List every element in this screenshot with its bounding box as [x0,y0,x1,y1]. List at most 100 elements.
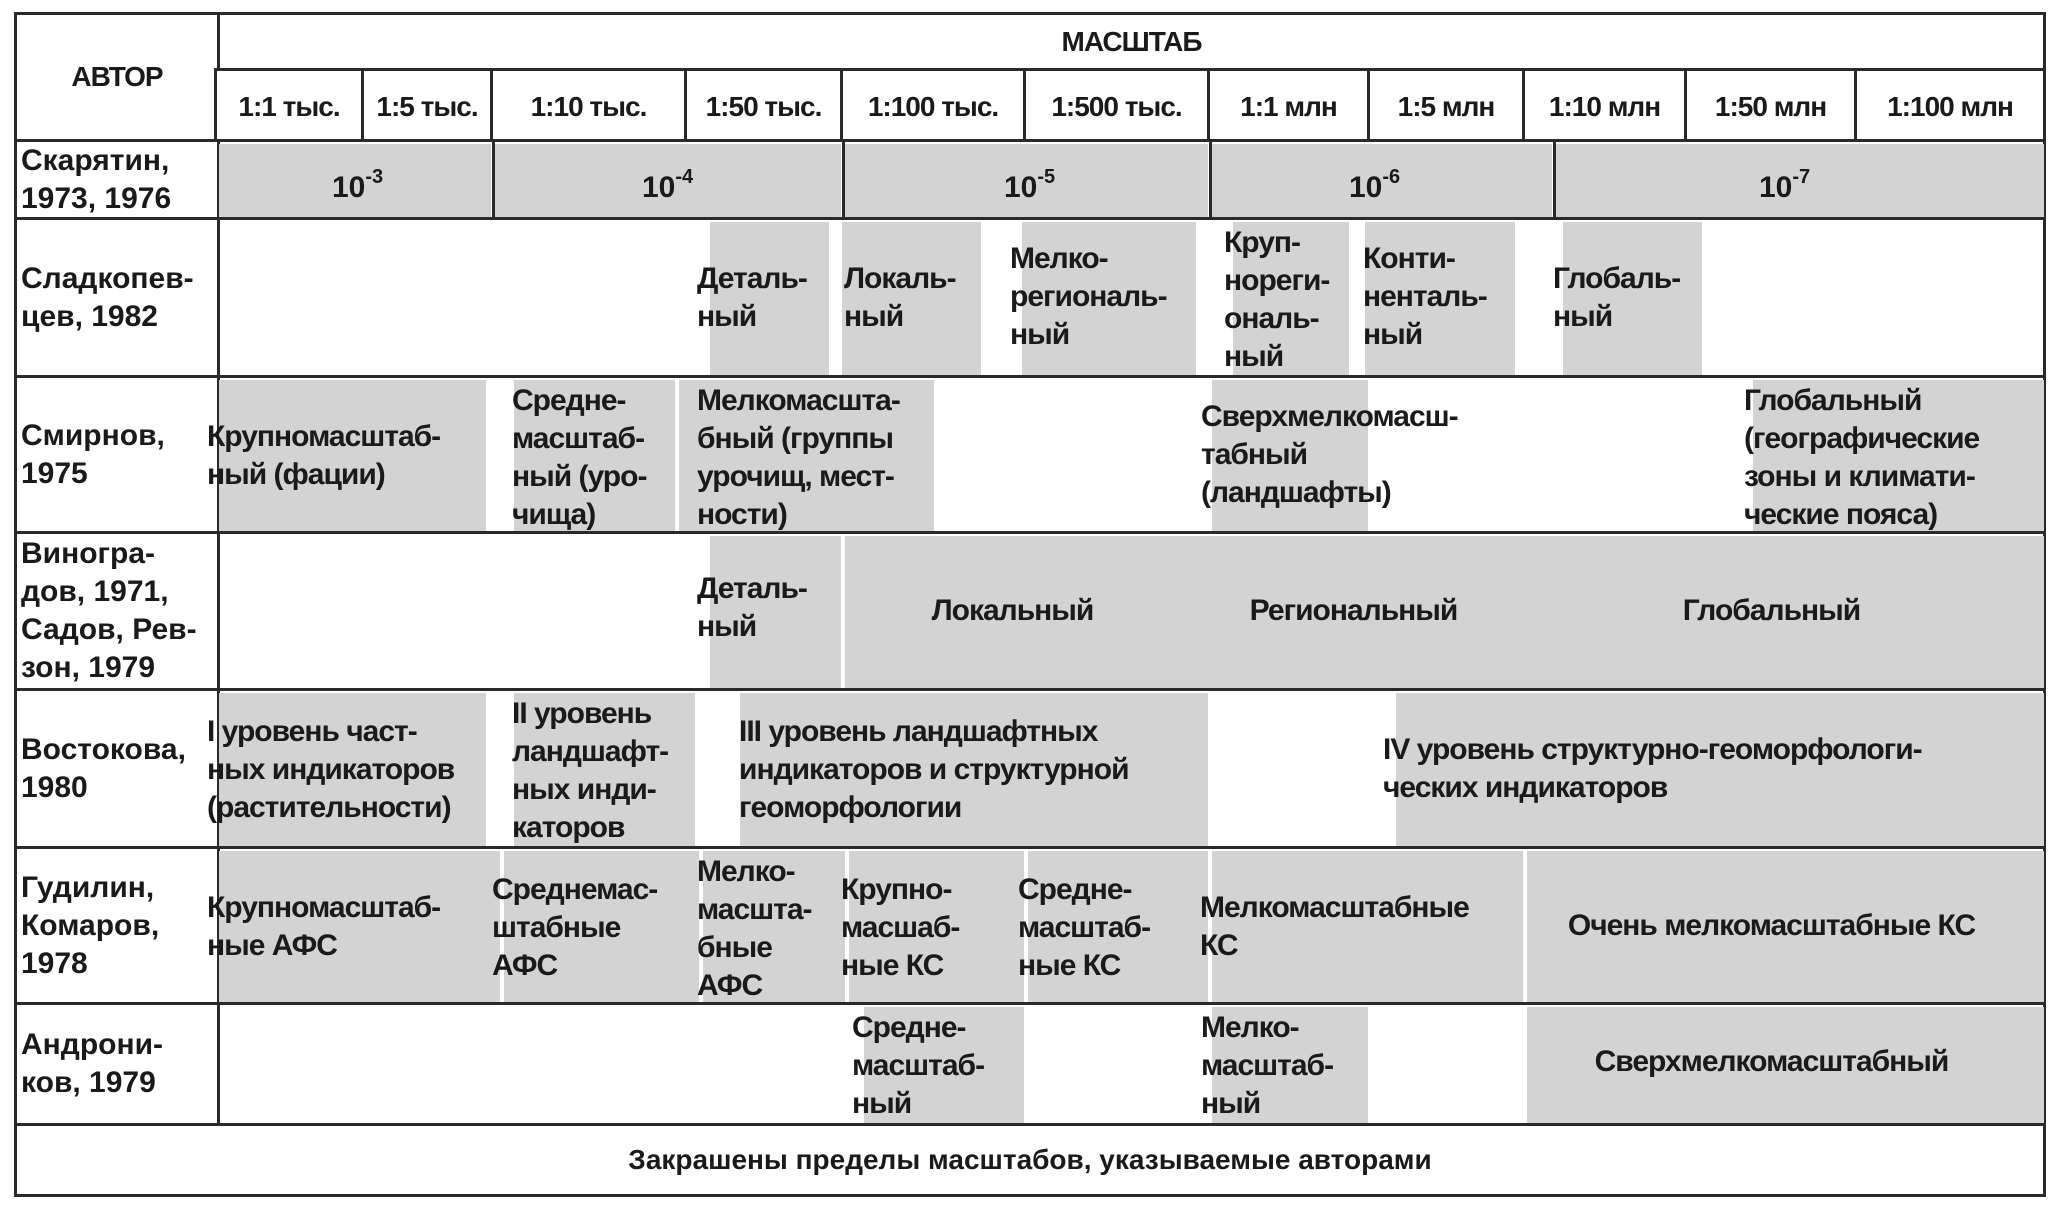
band-label-line: чища) [512,498,596,531]
band-label-line: Крупномасштаб- [207,420,441,453]
band-label-line: нореги- [1224,264,1330,297]
band-label-line: ный (фации) [207,458,386,491]
scale-range-shade [1233,222,1349,375]
band-label-line: Круп- [1224,226,1301,259]
band-label: Конти-ненталь-ный [1363,240,1488,354]
range-divider [492,142,495,220]
band-label-line: Глобальный [1682,594,1861,627]
band-label-line: ный [697,610,757,643]
band-label-line: II уровень [512,697,652,730]
scale-range-shade [219,693,486,846]
scale-power-label: 10-3 [332,166,383,205]
band-label: Средне-масштаб-ный [852,1009,985,1123]
band-label-line: штабные [492,911,621,944]
band-label: Глобальный [1511,592,2032,630]
author-line: Смирнов, [21,418,165,452]
band-label-line: Средне- [852,1011,967,1044]
band-label-line: ный [1201,1087,1261,1120]
band-label-line: масштаб- [512,422,645,455]
scale-header: МАСШТАБ [217,12,2046,71]
scale-power-label: 10-4 [642,166,693,205]
band-label-line: ненталь- [1363,280,1488,313]
scale-range-shade [1563,222,1702,375]
band-label-line: ный [1224,340,1284,373]
band-label-line: масштаб- [1201,1049,1334,1082]
band-label: Очень мелкомасштабные КС [1511,907,2032,945]
band-label-line: табный [1201,438,1308,471]
band-label-line: геоморфологии [739,791,962,824]
author-header: АВТОР [14,12,220,142]
scale-range-shade [845,536,2044,688]
band-label-line: ональ- [1224,302,1320,335]
scale-range-shade [1212,144,1552,217]
band-label-line: масштаб- [852,1049,985,1082]
band-label: Круп-нореги-ональ-ный [1224,224,1330,376]
band-label-line: масшта- [697,893,813,926]
author-cell: Андрони-ков, 1979 [14,1002,220,1126]
author-cell: Гудилин,Комаров,1978 [14,846,220,1005]
band-label-line: АФС [492,949,558,982]
author-cell: Смирнов,1975 [14,375,220,534]
scale-column-header: 1:100 млн [1854,68,2046,145]
scale-column-header: 1:50 тыс. [684,68,843,145]
band-label: Деталь-ный [697,570,808,646]
band-label: Средне-масштаб-ный (уро-чища) [512,382,647,534]
band-label-line: Мелкомасшта- [697,384,901,417]
band-label-line: ческие пояса) [1744,498,1938,531]
scale-column-header: 1:5 тыс. [361,68,493,145]
power-base: 10 [1004,171,1038,204]
band-label: Крупно-масшаб-ные КС [841,871,960,985]
band-label-line: ные КС [841,949,944,982]
band-label-line: Мелко- [1010,242,1109,275]
power-exponent: -3 [365,166,384,188]
band-label-line: Локальный [931,594,1095,627]
band-label-line: масшаб- [841,911,960,944]
band-label: IV уровень структурно-геоморфологи-чески… [1383,731,1923,807]
scale-range-shade [1212,1007,1368,1123]
band-label-line: ландшафт- [512,735,669,768]
band-label-line: масштаб- [1018,911,1151,944]
band-label: Деталь-ный [697,260,808,336]
scale-range-shade [1527,1007,2044,1123]
band-label: Крупномасштаб-ный (фации) [207,418,441,494]
band-label-line: ные КС [1018,949,1121,982]
band-label-line: Очень мелкомасштабные КС [1567,909,1976,942]
band-label-line: ный [1553,300,1613,333]
scale-column-header: 1:10 тыс. [490,68,687,145]
scale-range-shade [710,536,841,688]
author-line: Виногра- [21,537,156,570]
band-label-line: ности) [697,498,788,531]
scale-range-shade [1396,693,2044,846]
scale-range-shade [495,144,841,217]
author-line: зон, 1979 [21,651,156,684]
band-label-line: Крупно- [841,873,952,906]
author-line: 1980 [21,770,88,804]
author-cell: Скарятин, 1973, 1976 [14,139,220,220]
scale-range-shade [514,693,695,846]
band-label-line: Глобаль- [1553,262,1681,295]
scale-range-shade [219,380,486,531]
scale-power-label: 10-5 [1004,166,1055,205]
band-label-line: Сверхмелкомасштабный [1594,1045,1950,1078]
scale-range-shade [849,851,1024,1002]
band-label: Сверхмелкомасш-табный(ландшафты) [1201,398,1459,512]
author-line: Скарятин, [21,143,170,177]
scale-column-header: 1:50 млн [1684,68,1857,145]
scale-range-shade [1556,144,2044,217]
author-line: Сладкопев- [21,261,194,295]
band-label: Региональный [1196,592,1511,630]
band-label-line: урочищ, мест- [697,460,895,493]
author-line: 1973, 1976 [21,181,172,215]
scale-range-shade [219,144,491,217]
band-label-line: АФС [697,969,763,1002]
band-label-line: Средне- [512,384,627,417]
power-base: 10 [1349,171,1383,204]
band-label-line: ный [844,300,904,333]
scale-range-shade [1527,851,2044,1002]
scale-range-shade [1365,222,1515,375]
